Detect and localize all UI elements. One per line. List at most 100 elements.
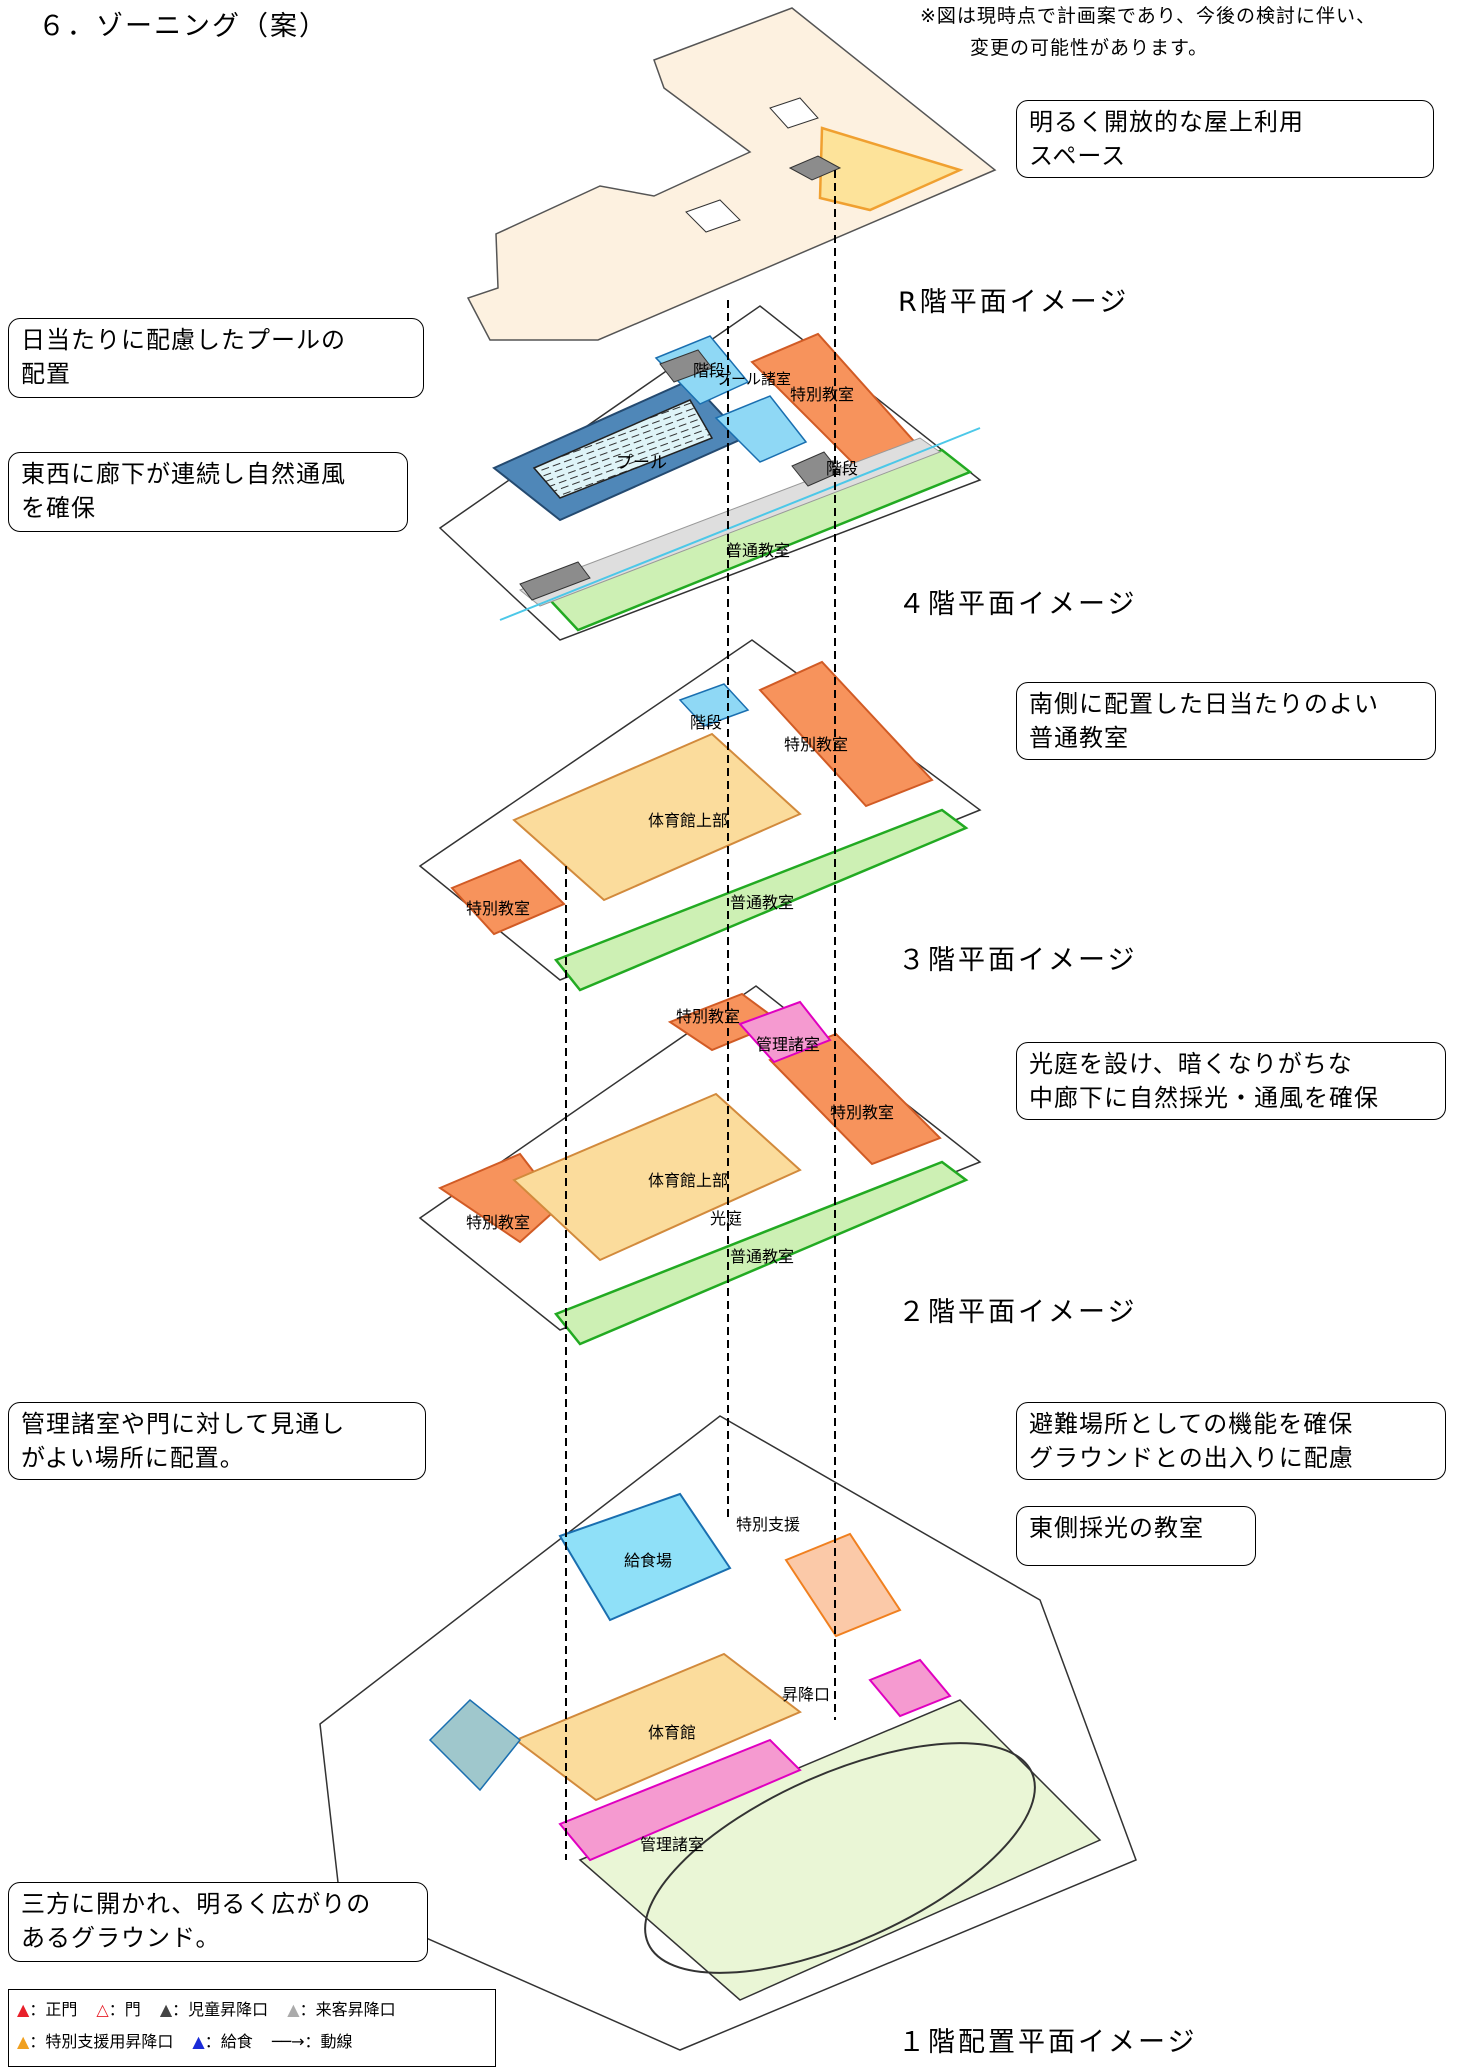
- callout-lightwell-line1: 光庭を設け、暗くなりがちな: [1029, 1050, 1353, 1078]
- label-2f-special-west: 特別教室: [466, 1213, 530, 1232]
- callout-ground: 三方に開かれ、明るく広がりの あるグラウンド。: [8, 1882, 428, 1962]
- label-4f-regular: 普通教室: [726, 541, 790, 560]
- admin-2f: [738, 1000, 832, 1064]
- floor-4: 階段 階段 プール 特別教室 普通教室 プール諸室: [438, 305, 982, 641]
- corridor-4f: [519, 437, 942, 607]
- pool-room-3f: [678, 683, 750, 727]
- special-3f-east: [758, 660, 934, 808]
- callout-pool: 日当たりに配慮したプールの 配置: [8, 318, 424, 398]
- kitchen-1f: [558, 1492, 732, 1622]
- label-3f-gym: 体育館上部: [648, 811, 728, 830]
- roof-slab: [466, 7, 997, 341]
- callout-east-light: 東側採光の教室: [1016, 1506, 1256, 1566]
- callout-admin-line2: がよい場所に配置。: [21, 1444, 245, 1472]
- roof-floor: [466, 7, 997, 341]
- label-4f-stairs-b: 階段: [826, 459, 858, 478]
- main-gate-icon: ▲: [17, 2000, 30, 2019]
- other-rooms-1f: [428, 1698, 522, 1792]
- callout-admin-line1: 管理諸室や門に対して見通し: [21, 1410, 346, 1438]
- label-roof: R階平面イメージ: [898, 287, 1130, 318]
- label-3f-regular: 普通教室: [730, 893, 794, 912]
- legend: ▲：正門 △：門 ▲：児童昇降口 ▲：来客昇降口 ▲：特別支援用昇降口 ▲：給食…: [8, 1989, 496, 2067]
- roof-skylight-1: [769, 97, 819, 129]
- stairs-4f-c: [519, 561, 591, 601]
- callout-south-classrooms: 南側に配置した日当たりのよい 普通教室: [1016, 682, 1436, 760]
- admin-1f-south: [558, 1738, 802, 1862]
- legend-row-1: ▲：正門 △：門 ▲：児童昇降口 ▲：来客昇降口: [17, 1994, 487, 2026]
- disclaimer-note: ※図は現時点で計画案であり、今後の検討に伴い、 変更の可能性があります。: [920, 0, 1376, 64]
- label-3f-stairs: 階段: [690, 713, 722, 732]
- pool-room-2: [714, 395, 808, 463]
- support-entrance-icon: ▲: [17, 2032, 30, 2051]
- label-1f-boarding: 昇降口: [782, 1685, 830, 1704]
- label-3f: ３階平面イメージ: [898, 945, 1138, 976]
- callout-rooftop-line2: スペース: [1029, 142, 1127, 170]
- legend-child-entrance: ▲：児童昇降口: [160, 2000, 268, 2019]
- legend-catering: ▲：給食: [192, 2032, 252, 2051]
- legend-main-gate: ▲：正門: [17, 2000, 77, 2019]
- label-1f: １階配置平面イメージ: [898, 2027, 1198, 2058]
- label-2f-special-north: 特別教室: [676, 1007, 740, 1026]
- label-4f: ４階平面イメージ: [898, 589, 1138, 620]
- label-1f-gym: 体育館: [648, 1723, 696, 1742]
- callout-lightwell: 光庭を設け、暗くなりがちな 中廊下に自然採光・通風を確保: [1016, 1042, 1446, 1120]
- note-line-1: ※図は現時点で計画案であり、今後の検討に伴い、: [920, 5, 1376, 27]
- regular-2f: [553, 1160, 969, 1346]
- ground-area: [578, 1699, 1102, 2001]
- label-3f-special-east: 特別教室: [784, 735, 848, 754]
- gym-1f: [513, 1652, 802, 1802]
- support-1f: [784, 1532, 902, 1638]
- special-3f-west: [450, 858, 566, 936]
- callout-south-line2: 普通教室: [1029, 724, 1129, 752]
- admin-1f-east: [868, 1658, 952, 1718]
- legend-main-gate-label: ：正門: [29, 2000, 78, 2019]
- callout-corridor-line1: 東西に廊下が連続し自然通風: [21, 460, 346, 488]
- label-2f-admin: 管理諸室: [756, 1035, 820, 1054]
- stairs-4f-b: [791, 451, 841, 487]
- legend-row-2: ▲：特別支援用昇降口 ▲：給食 ──→：動線: [17, 2026, 487, 2058]
- label-1f-kitchen: 給食場: [624, 1551, 672, 1570]
- callout-rooftop-line1: 明るく開放的な屋上利用: [1029, 108, 1304, 136]
- visitor-entrance-icon: ▲: [287, 2000, 300, 2019]
- callout-pool-line1: 日当たりに配慮したプールの: [21, 326, 346, 354]
- floor-2: 体育館上部 特別教室 特別教室 特別教室 管理諸室 普通教室 光庭: [418, 985, 982, 1346]
- label-4f-special: 特別教室: [790, 385, 854, 404]
- regular-3f: [553, 808, 969, 992]
- callout-lightwell-line2: 中廊下に自然採光・通風を確保: [1029, 1084, 1379, 1112]
- callout-corridor: 東西に廊下が連続し自然通風 を確保: [8, 452, 408, 532]
- callout-evacuation-line2: グラウンドとの出入りに配慮: [1029, 1444, 1354, 1472]
- child-entrance-icon: ▲: [159, 2000, 173, 2019]
- callout-pool-line2: 配置: [21, 360, 71, 388]
- roof-skylight-2: [685, 199, 741, 233]
- label-2f-regular: 普通教室: [730, 1247, 794, 1266]
- callout-corridor-line2: を確保: [21, 494, 96, 522]
- page-title: ６．ゾーニング（案）: [38, 11, 328, 42]
- pool-water: [532, 399, 714, 499]
- callout-evacuation: 避難場所としての機能を確保 グラウンドとの出入りに配慮: [1016, 1402, 1446, 1480]
- floor-1: 給食場 体育館 管理諸室 特別支援 昇降口: [319, 1415, 1137, 2051]
- label-4f-stairs-a: 階段: [693, 361, 725, 380]
- callout-ground-line1: 三方に開かれ、明るく広がりの: [21, 1890, 372, 1918]
- legend-gate-label: ：門: [108, 2000, 141, 2019]
- label-2f-lightwell: 光庭: [710, 1209, 742, 1228]
- callout-ground-line2: あるグラウンド。: [21, 1924, 221, 1952]
- legend-catering-label: ：給食: [204, 2032, 253, 2051]
- flow-arrow-icon: ──→: [271, 2032, 305, 2051]
- label-2f-gym: 体育館上部: [648, 1171, 728, 1190]
- callout-south-line1: 南側に配置した日当たりのよい: [1029, 690, 1379, 718]
- alignment-lines: [565, 170, 836, 1860]
- catering-icon: ▲: [192, 2032, 205, 2051]
- legend-support-entrance-label: ：特別支援用昇降口: [29, 2032, 174, 2051]
- label-1f-admin: 管理諸室: [640, 1835, 704, 1854]
- legend-visitor-entrance: ▲：来客昇降口: [287, 2000, 395, 2019]
- track: [644, 1742, 1036, 1974]
- note-line-2: 変更の可能性があります。: [970, 37, 1209, 59]
- legend-flow-label: ：動線: [304, 2032, 353, 2051]
- legend-gate: △：門: [96, 2000, 140, 2019]
- legend-support-entrance: ▲：特別支援用昇降口: [17, 2032, 173, 2051]
- label-2f: ２階平面イメージ: [898, 1297, 1138, 1328]
- label-3f-special-west: 特別教室: [466, 899, 530, 918]
- callout-east-light-line1: 東側採光の教室: [1029, 1514, 1204, 1542]
- label-1f-support: 特別支援: [736, 1515, 800, 1534]
